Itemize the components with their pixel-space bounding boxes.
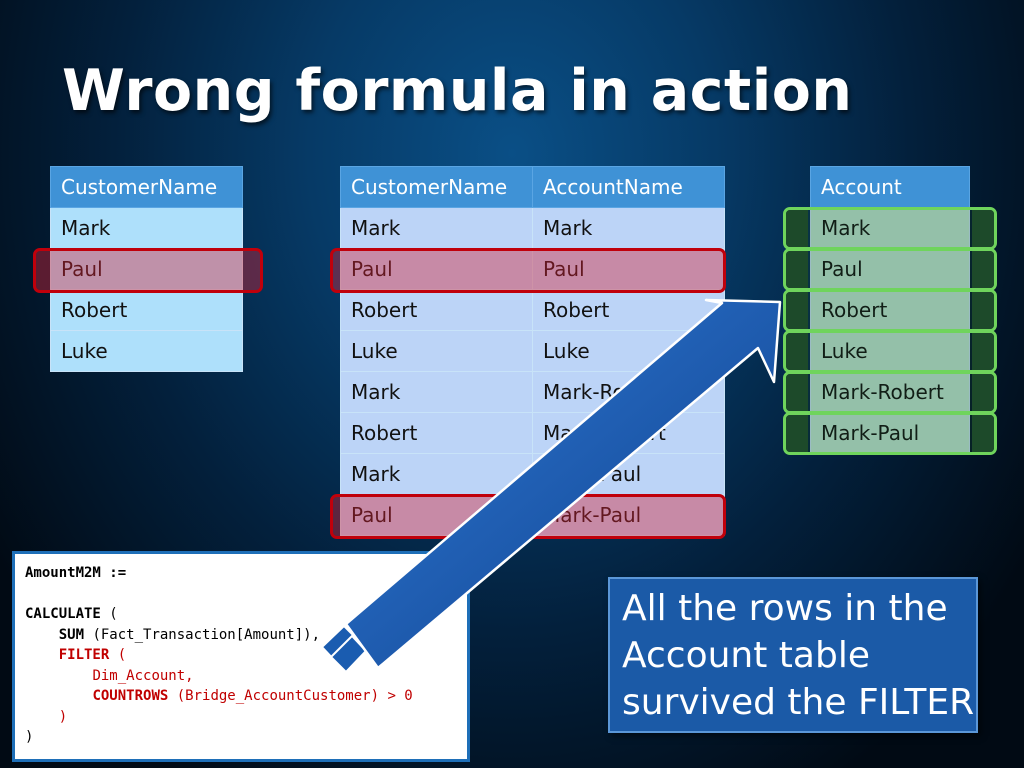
callout-box: All the rows in the Account table surviv… — [608, 577, 978, 733]
code-text: ( — [100, 606, 118, 622]
table-row: Robert — [810, 289, 970, 331]
code-line: SUM (Fact_Transaction[Amount]), — [25, 625, 457, 646]
table-row: Robert — [50, 289, 243, 331]
code-keyword: CALCULATE — [25, 606, 101, 622]
table-cell: Mark — [340, 207, 533, 249]
table-cell: Mark-Paul — [810, 412, 970, 454]
code-line: Dim_Account, — [25, 666, 457, 687]
table-cell: Mark-Paul — [532, 494, 725, 536]
table-row: Mark-Robert — [810, 371, 970, 413]
code-keyword: COUNTROWS — [92, 688, 169, 704]
bridge-header-customer: CustomerName — [340, 166, 533, 208]
bridge-header-account: AccountName — [532, 166, 725, 208]
customer-table: CustomerName Mark Paul Robert Luke — [50, 166, 243, 372]
slide-title: Wrong formula in action — [62, 58, 853, 124]
table-cell: Luke — [810, 330, 970, 372]
callout-line: Account table — [622, 635, 870, 676]
table-cell: Robert — [532, 289, 725, 331]
table-row: Paul — [810, 248, 970, 290]
table-cell: Luke — [50, 330, 243, 372]
table-cell: Luke — [340, 330, 533, 372]
code-line: AmountM2M := — [25, 565, 127, 581]
table-cell: Mark — [340, 371, 533, 413]
code-keyword: SUM — [58, 626, 85, 643]
table-row: Mark-Paul — [810, 412, 970, 454]
code-line: FILTER ( — [25, 645, 457, 666]
table-cell: Robert — [50, 289, 243, 331]
code-line: CALCULATE ( — [25, 604, 457, 625]
table-row: Luke — [50, 330, 243, 372]
account-table-header: Account — [810, 166, 970, 208]
code-text: ) — [25, 729, 34, 745]
code-line: ) — [25, 707, 457, 728]
code-line: COUNTROWS (Bridge_AccountCustomer) > 0 — [25, 686, 457, 707]
callout-line: survived the FILTER — [622, 682, 975, 723]
table-cell: Paul — [810, 248, 970, 290]
table-cell: Paul — [340, 494, 533, 536]
code-text: ) — [58, 708, 68, 725]
table-row: Mark — [50, 207, 243, 249]
table-cell: Mark — [340, 453, 533, 495]
table-row: Luke — [810, 330, 970, 372]
table-cell: Mark — [50, 207, 243, 249]
code-text: Dim_Account, — [92, 667, 194, 684]
table-cell: Mark-Paul — [532, 453, 725, 495]
code-keyword: FILTER — [58, 647, 110, 663]
table-cell: Robert — [810, 289, 970, 331]
table-row: Paul — [50, 248, 243, 290]
table-cell: Robert — [340, 289, 533, 331]
code-line — [25, 584, 457, 605]
code-text: ( — [109, 647, 127, 663]
table-cell: Mark-Robert — [810, 371, 970, 413]
customer-table-header: CustomerName — [50, 166, 243, 208]
table-cell: Mark-Robert — [532, 412, 725, 454]
code-text: (Bridge_AccountCustomer) > 0 — [168, 688, 413, 704]
callout-line: All the rows in the — [622, 588, 948, 629]
code-line: ) — [25, 727, 457, 748]
code-text: (Fact_Transaction[Amount]), — [84, 626, 321, 643]
table-cell: Mark-Robert — [532, 371, 725, 413]
table-cell: Paul — [340, 248, 533, 290]
table-cell: Paul — [532, 248, 725, 290]
table-cell: Paul — [50, 248, 243, 290]
table-cell: Mark — [810, 207, 970, 249]
dax-code-box: AmountM2M := CALCULATE ( SUM (Fact_Trans… — [12, 551, 470, 762]
table-cell: Luke — [532, 330, 725, 372]
table-cell: Mark — [532, 207, 725, 249]
table-cell: Robert — [340, 412, 533, 454]
table-row: Mark — [810, 207, 970, 249]
account-table: Account Mark Paul Robert Luke Mark-Rober… — [810, 166, 970, 454]
